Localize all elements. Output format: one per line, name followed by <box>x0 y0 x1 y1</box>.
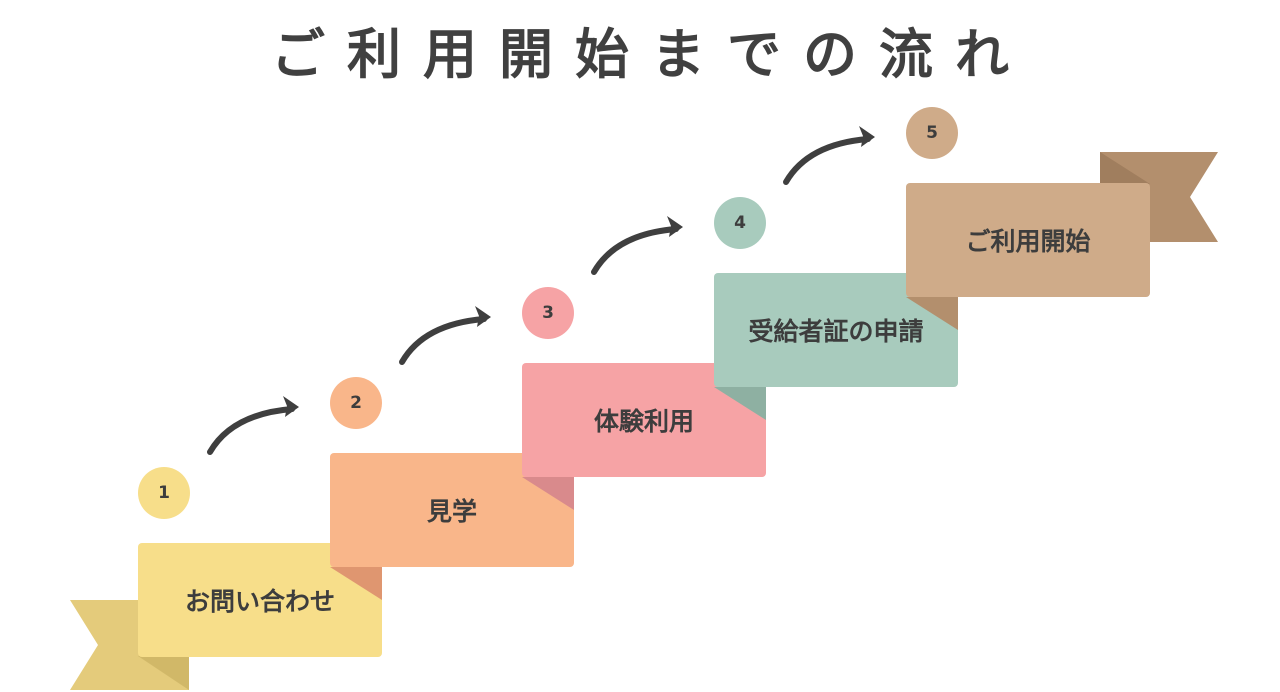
step-fold-3 <box>714 387 766 420</box>
step-card-2 <box>330 453 574 567</box>
arrowhead-icon <box>859 126 875 147</box>
step-label: 体験利用 <box>593 407 694 436</box>
step-fold-4 <box>906 297 958 330</box>
step-number-circle-2 <box>330 377 382 429</box>
step-fold-2 <box>522 477 574 510</box>
step-card-3 <box>522 363 766 477</box>
step-label: 見学 <box>426 497 477 526</box>
arrowhead-icon <box>475 306 491 327</box>
step-number-circle-1 <box>138 467 190 519</box>
step-number: 4 <box>734 213 746 233</box>
arrowhead-icon <box>667 216 683 237</box>
step-arrow-3 <box>591 226 679 275</box>
step-label: ご利用開始 <box>965 227 1091 256</box>
step-card-4 <box>714 273 958 387</box>
step-number: 1 <box>158 483 170 503</box>
step-number-circle-4 <box>714 197 766 249</box>
ribbon-tail-right-fold <box>1100 152 1150 184</box>
ribbon-tail-left-fold <box>138 656 189 690</box>
step-card-5 <box>906 183 1150 297</box>
step-number: 5 <box>926 123 938 143</box>
step-card-1 <box>138 543 382 657</box>
step-number: 3 <box>542 303 554 323</box>
step-label: お問い合わせ <box>184 587 335 616</box>
page-title: ご利用開始までの流れ <box>271 23 1031 86</box>
arrowhead-icon <box>283 396 299 417</box>
step-arrow-1 <box>207 406 295 455</box>
step-label: 受給者証の申請 <box>748 317 924 346</box>
step-number: 2 <box>350 393 362 413</box>
step-arrow-4 <box>783 136 871 185</box>
step-arrow-2 <box>399 316 487 365</box>
step-fold-1 <box>330 567 382 600</box>
step-number-circle-3 <box>522 287 574 339</box>
step-number-circle-5 <box>906 107 958 159</box>
